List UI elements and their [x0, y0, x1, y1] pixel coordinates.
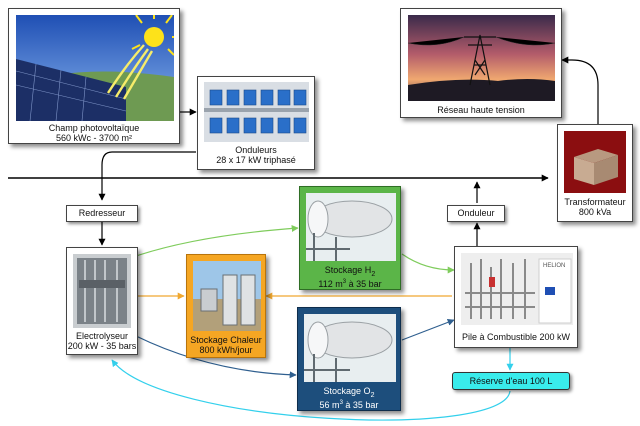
fuel-cell-image: HELION: [461, 253, 573, 325]
water-reserve-label: Réserve d'eau 100 L: [452, 372, 570, 390]
fuel-cell-title: Pile à Combustible 200 kW: [461, 332, 571, 342]
inverters-box: Onduleurs 28 x 17 kW triphasé: [197, 76, 315, 170]
water-line-out: [111, 359, 511, 421]
heat-storage-spec: 800 kWh/jour: [199, 345, 253, 355]
h2-storage-box: Stockage H2 112 m3 à 35 bar: [299, 186, 401, 290]
onduleur-label: Onduleur: [447, 205, 505, 222]
heat-storage-title: Stockage Chaleur: [190, 335, 262, 345]
pv-field-box: Champ photovoltaïque 560 kWc - 3700 m²: [8, 8, 180, 144]
power-pylon-image: [408, 15, 555, 101]
h2-tank-image: [306, 193, 396, 261]
o2-line-in: [135, 335, 297, 379]
o2-storage-title: Stockage O2: [323, 386, 375, 399]
electrolyzer-box: Electrolyseur 200 kW - 35 bars: [66, 247, 138, 355]
grid-title: Réseau haute tension: [437, 105, 525, 115]
pv-field-title: Champ photovoltaïque: [48, 123, 140, 133]
fuel-cell-box: HELION Pile à Combustible 200 kW: [454, 246, 578, 348]
inverters-image: [204, 82, 309, 142]
h2-line-out: [401, 253, 455, 274]
heat-storage-box: Stockage Chaleur 800 kWh/jour: [186, 254, 266, 358]
transformer-box: Transformateur 800 kVa: [557, 124, 633, 222]
electrolyzer-title: Electrolyseur: [75, 331, 129, 341]
o2-line-out: [401, 318, 455, 341]
pv-panels-image: [16, 15, 174, 121]
inverters-title: Onduleurs: [235, 145, 277, 155]
o2-storage-spec: 56 m3 à 35 bar: [319, 400, 379, 410]
transformer-to-grid: [561, 56, 599, 124]
o2-tank-image: [304, 314, 396, 382]
electrolyzer-image: [73, 254, 131, 328]
inverters-spec: 28 x 17 kW triphasé: [216, 155, 296, 165]
bus-to-rectifier: [98, 151, 113, 201]
transformer-title: Transformateur: [564, 197, 626, 207]
h2-storage-title: Stockage H2: [324, 265, 376, 278]
transformer-spec: 800 kVa: [578, 207, 612, 217]
grid-box: Réseau haute tension: [400, 8, 562, 118]
rectifier-label: Redresseur: [66, 205, 138, 222]
o2-storage-box: Stockage O2 56 m3 à 35 bar: [297, 307, 401, 411]
h2-line-in: [135, 224, 299, 257]
heat-tanks-image: [193, 261, 261, 331]
pv-field-spec: 560 kWc - 3700 m²: [55, 133, 133, 143]
electrolyzer-spec: 200 kW - 35 bars: [67, 341, 137, 351]
h2-storage-spec: 112 m3 à 35 bar: [318, 279, 382, 289]
transformer-image: [564, 131, 626, 193]
fuel-cell-brand: HELION: [543, 263, 566, 269]
